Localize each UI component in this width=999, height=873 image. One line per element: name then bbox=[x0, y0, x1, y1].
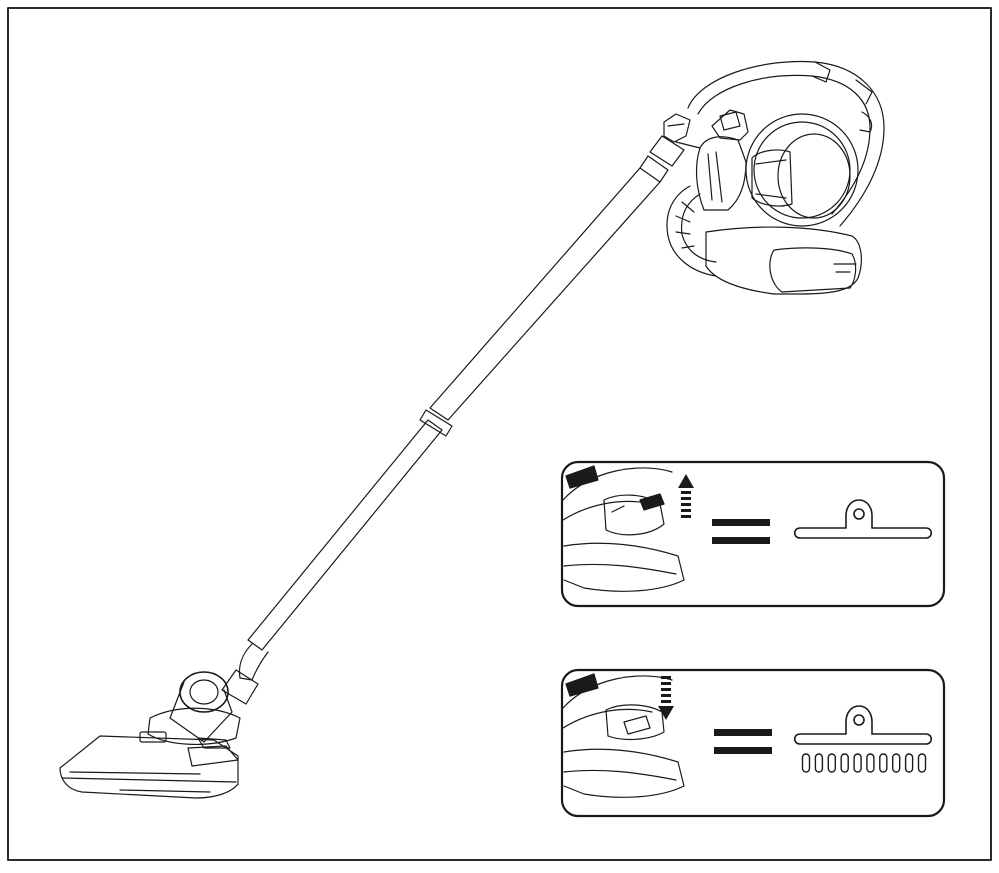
hard-floor-symbol-icon bbox=[793, 499, 933, 539]
bristle bbox=[917, 753, 927, 773]
bristle bbox=[814, 753, 824, 773]
equals-icon bbox=[714, 729, 772, 754]
bristle bbox=[827, 753, 836, 773]
dashed-arrow-down-icon bbox=[658, 676, 674, 720]
panel-hard-floor bbox=[560, 460, 946, 608]
panel-frame-bottom bbox=[560, 668, 946, 818]
brush-bar-down-icon bbox=[562, 673, 685, 798]
bristle bbox=[866, 753, 875, 773]
handheld-unit bbox=[663, 60, 885, 295]
bristle bbox=[853, 753, 862, 773]
bristle-row bbox=[801, 753, 927, 773]
floor-head bbox=[59, 671, 241, 799]
brush-bar-up-icon bbox=[562, 465, 685, 592]
extension-wand bbox=[221, 135, 685, 705]
bristle bbox=[801, 753, 811, 773]
bristle bbox=[879, 753, 888, 773]
bristle bbox=[840, 753, 849, 773]
carpet-bristles-symbol-icon bbox=[793, 705, 933, 773]
outer-frame bbox=[7, 7, 992, 861]
stick-vacuum-icon bbox=[59, 60, 885, 799]
equals-icon bbox=[712, 519, 770, 544]
bristle bbox=[904, 753, 914, 773]
bristle bbox=[892, 753, 901, 773]
panel-carpet bbox=[560, 668, 946, 818]
dashed-arrow-up-icon bbox=[678, 474, 694, 518]
panel-frame-top bbox=[560, 460, 946, 608]
